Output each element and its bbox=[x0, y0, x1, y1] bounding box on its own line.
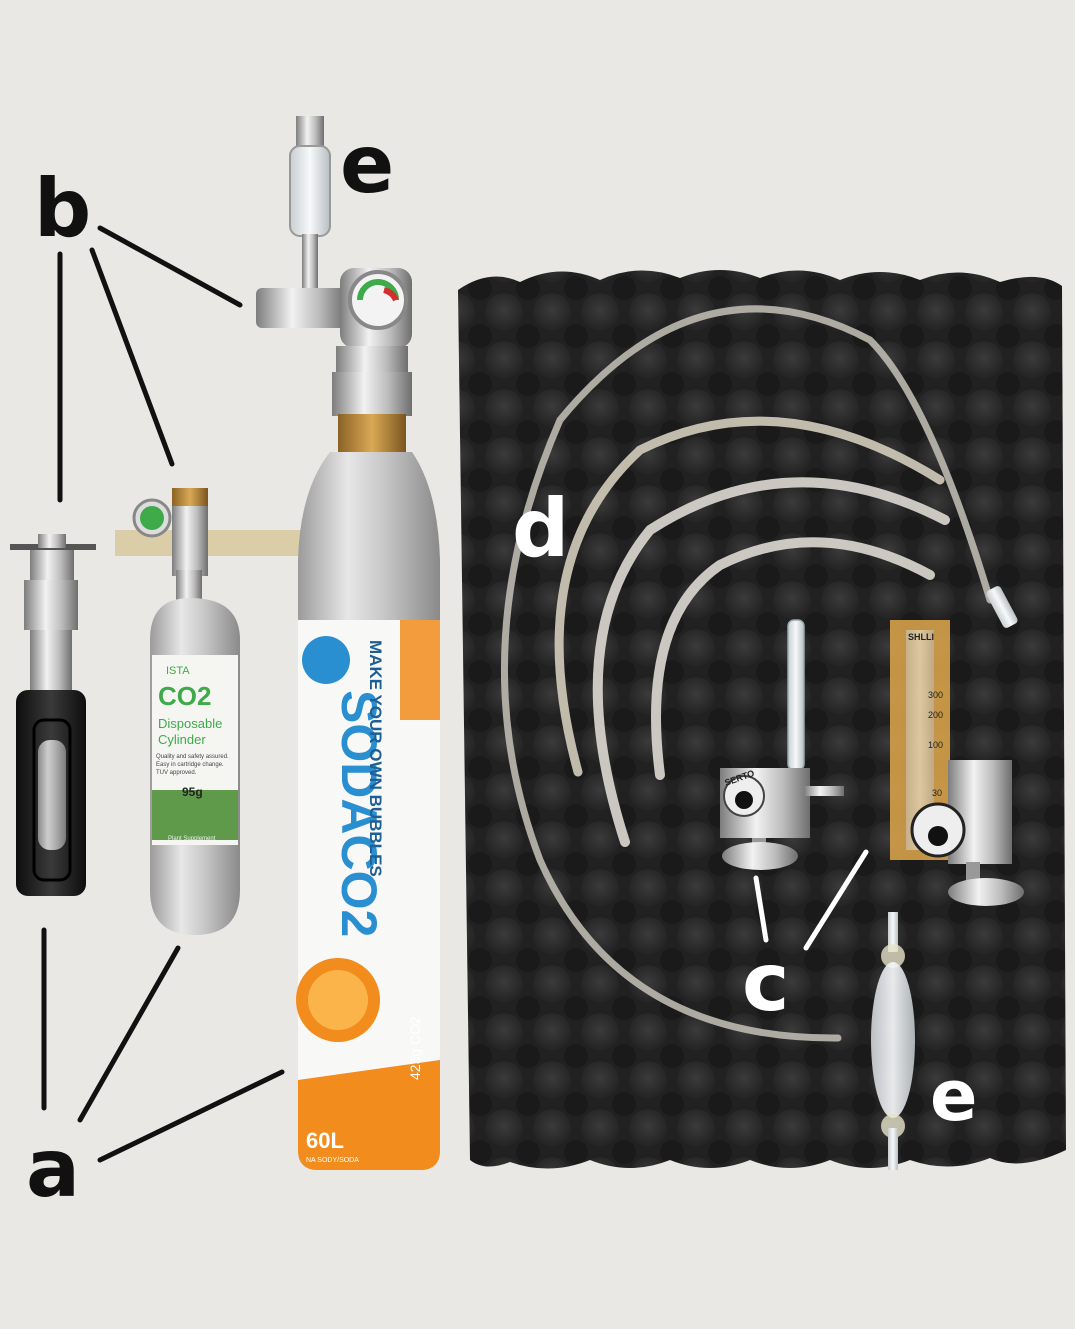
shlli-brand-text: SHLLI bbox=[908, 632, 934, 642]
shlli-scale-100: 100 bbox=[928, 740, 943, 750]
label-lines-c bbox=[753, 849, 869, 951]
mini-cartridge-regulator bbox=[10, 534, 96, 896]
glass-check-valve bbox=[871, 912, 915, 1170]
label-lines-a bbox=[41, 927, 285, 1163]
soda-bottom-text: 60L bbox=[306, 1128, 344, 1153]
label-e-bottom: e bbox=[930, 1055, 977, 1137]
ista-footer-text: Plant Supplement bbox=[168, 836, 216, 842]
silicone-tubes bbox=[500, 305, 994, 1042]
soda-volume-text: 425g CO2 bbox=[407, 1016, 423, 1080]
soda-slogan-text: MAKE YOUR OWN BUBBLES bbox=[366, 640, 385, 877]
ista-line1-text: Disposable bbox=[158, 716, 222, 731]
sodaco2-cylinder bbox=[296, 452, 440, 1170]
serto-bubble-counter bbox=[720, 619, 844, 870]
ista-title-text: CO2 bbox=[158, 681, 211, 711]
ista-note3-text: TUV approved. bbox=[156, 770, 197, 776]
shlli-scale-200: 200 bbox=[928, 710, 943, 720]
label-e-top: e bbox=[340, 118, 394, 211]
label-d: d bbox=[512, 482, 569, 575]
soda-regulator bbox=[256, 116, 412, 452]
shlli-bubble-counter bbox=[890, 620, 1024, 906]
ista-note2-text: Easy in cartridge change. bbox=[156, 762, 224, 768]
shlli-scale-300: 300 bbox=[928, 690, 943, 700]
soda-bottom-sub-text: NA SODY/SODA bbox=[306, 1157, 359, 1164]
ista-weight-text: 95g bbox=[182, 785, 203, 799]
ista-co2-cylinder bbox=[115, 488, 305, 935]
foam-mat bbox=[458, 270, 1066, 1169]
label-a: a bbox=[26, 1122, 80, 1215]
shlli-scale-30: 30 bbox=[932, 788, 942, 798]
ista-note1-text: Quality and safety assured. bbox=[156, 754, 229, 760]
ista-line2-text: Cylinder bbox=[158, 732, 206, 747]
label-lines-b bbox=[57, 225, 243, 503]
tube-connector bbox=[986, 586, 1018, 628]
soda-brand-text: SODACO2 bbox=[331, 690, 387, 937]
label-b: b bbox=[34, 162, 91, 255]
ista-brand-text: ISTA bbox=[166, 665, 190, 677]
label-c: c bbox=[742, 936, 789, 1029]
